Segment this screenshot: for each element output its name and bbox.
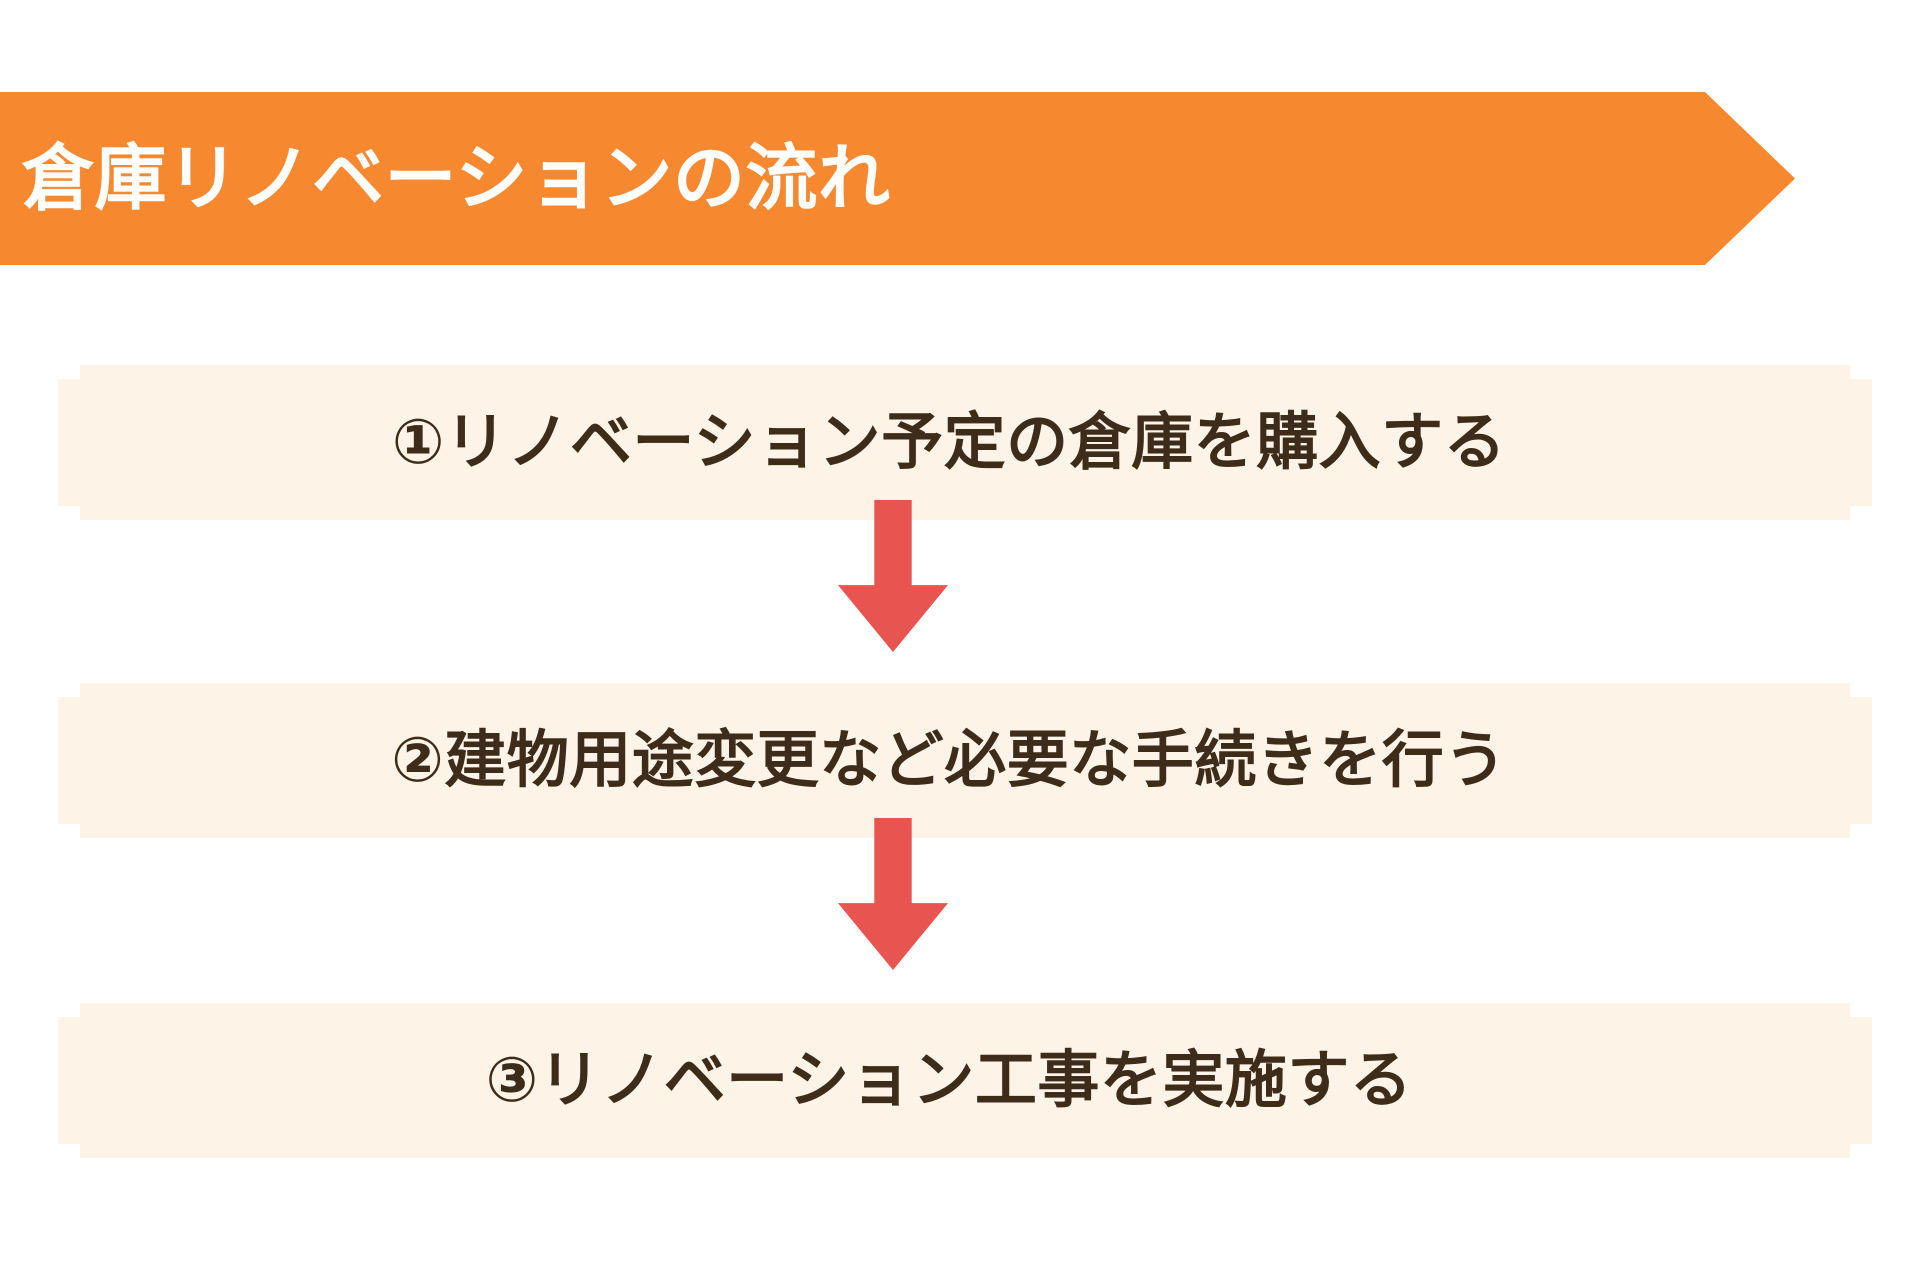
page-title: 倉庫リノベーションの流れ: [22, 138, 891, 219]
flow-step-1: ①リノベーション予定の倉庫を購入する: [58, 365, 1872, 520]
flow-step-1-label: ①リノベーション予定の倉庫を購入する: [391, 407, 1507, 477]
flow-step-3-label: ③リノベーション工事を実施する: [485, 1045, 1413, 1115]
flow-step-3: ③リノベーション工事を実施する: [58, 1003, 1872, 1158]
arrow-down-icon: [838, 500, 948, 652]
flow-step-2: ②建物用途変更など必要な手続きを行う: [58, 683, 1872, 838]
arrow-down-icon: [838, 818, 948, 970]
title-banner: 倉庫リノベーションの流れ: [0, 92, 1795, 265]
flow-step-2-label: ②建物用途変更など必要な手続きを行う: [391, 725, 1507, 795]
